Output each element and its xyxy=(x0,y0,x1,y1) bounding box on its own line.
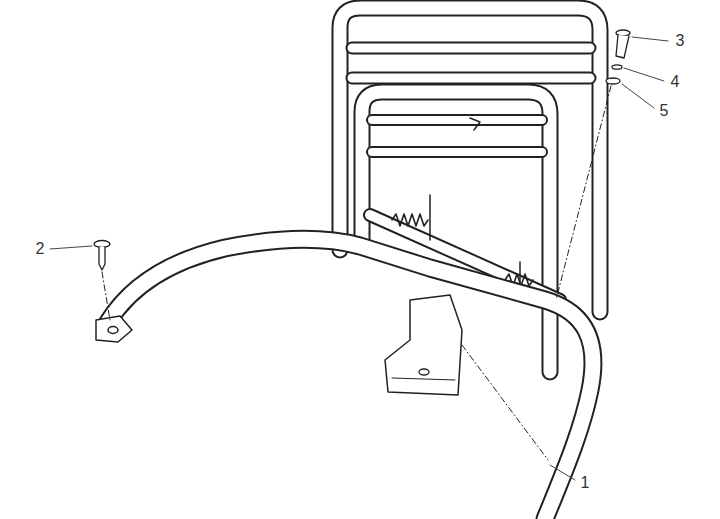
mounting-plate xyxy=(385,295,462,395)
backrest-frame xyxy=(340,8,600,312)
callout-number: 2 xyxy=(36,241,45,257)
callout-number: 3 xyxy=(676,33,685,49)
screw xyxy=(94,241,110,321)
leader-lines xyxy=(50,37,668,480)
main-tube xyxy=(96,240,593,519)
callout-number: 5 xyxy=(660,103,669,119)
callout-number: 4 xyxy=(671,74,680,90)
bolt-washers xyxy=(462,30,630,460)
callout-number: 1 xyxy=(581,475,590,491)
